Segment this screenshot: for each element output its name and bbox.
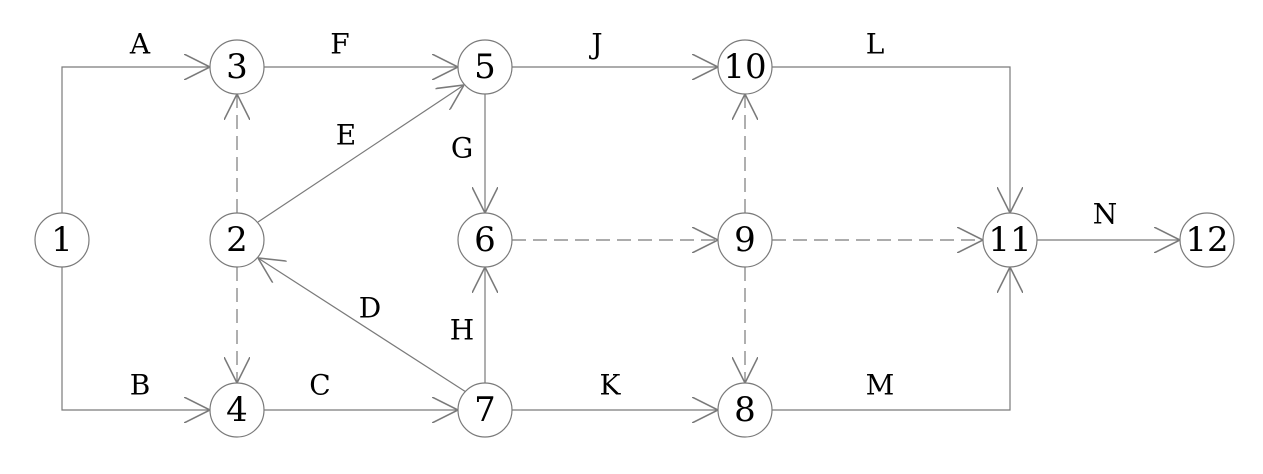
label-D: D (359, 292, 381, 325)
node-11: 11 (982, 212, 1038, 268)
node-6: 6 (457, 212, 513, 268)
svg-text:5: 5 (474, 47, 496, 87)
label-H: H (450, 314, 474, 347)
edge-D (258, 258, 467, 393)
node-10: 10 (717, 39, 773, 95)
node-5: 5 (457, 39, 513, 95)
node-9: 9 (717, 212, 773, 268)
label-G: G (451, 132, 473, 165)
svg-text:4: 4 (226, 390, 248, 430)
svg-text:11: 11 (988, 220, 1031, 260)
edge-L (772, 66, 1010, 213)
svg-text:2: 2 (226, 220, 248, 260)
svg-text:3: 3 (226, 47, 248, 87)
node-7: 7 (457, 382, 513, 438)
svg-text:10: 10 (723, 47, 766, 87)
svg-text:7: 7 (474, 390, 496, 430)
node-4: 4 (209, 382, 265, 438)
edge-A (61, 67, 210, 213)
node-3: 3 (209, 39, 265, 95)
label-M: M (866, 369, 895, 402)
label-L: L (866, 28, 885, 61)
node-2: 2 (209, 212, 265, 268)
label-F: F (330, 28, 349, 61)
svg-text:1: 1 (51, 220, 73, 260)
edge-M (772, 267, 1010, 411)
label-B: B (130, 369, 151, 402)
node-8: 8 (717, 382, 773, 438)
edge-B (61, 267, 210, 410)
label-J: J (588, 28, 602, 61)
edge-E (257, 85, 464, 223)
label-C: C (309, 369, 330, 402)
svg-text:6: 6 (474, 220, 496, 260)
node-1: 1 (34, 212, 90, 268)
label-N: N (1093, 198, 1118, 231)
label-K: K (600, 369, 622, 402)
svg-text:8: 8 (734, 390, 756, 430)
label-E: E (336, 119, 356, 152)
svg-text:12: 12 (1185, 220, 1228, 260)
svg-text:9: 9 (734, 220, 756, 260)
node-12: 12 (1179, 212, 1235, 268)
label-A: A (129, 28, 151, 61)
